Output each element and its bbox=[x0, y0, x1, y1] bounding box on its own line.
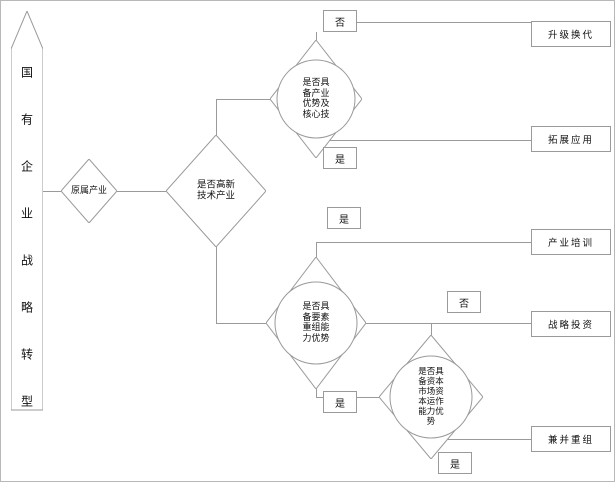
connector-line bbox=[216, 99, 217, 135]
outcome-merger-box: 兼并重组 bbox=[531, 426, 611, 452]
branch-label-yes-mid: 是 bbox=[327, 207, 361, 229]
decision-factor-reorg: 是否具备要素重组能力优势 bbox=[266, 257, 366, 389]
connector-line bbox=[330, 140, 531, 141]
decision-label: 原属产业 bbox=[70, 185, 107, 196]
strategy-banner: 国有企业战略转型 bbox=[11, 11, 43, 442]
decision-label: 是否具备资本市场资本运作能力优势 bbox=[418, 367, 444, 427]
outcome-expand-box: 拓展应用 bbox=[531, 126, 611, 152]
connector-line bbox=[316, 32, 317, 40]
diamond-shape bbox=[166, 135, 266, 247]
decision-hightech-industry: 是否高新技术产业 bbox=[166, 135, 266, 247]
decision-label: 是否具备要素重组能力优势 bbox=[302, 302, 330, 344]
branch-label-yes-bottom: 是 bbox=[323, 391, 357, 413]
decision-capital-market: 是否具备资本市场资本运作能力优势 bbox=[379, 335, 483, 459]
connector-line bbox=[216, 323, 266, 324]
connector-line bbox=[216, 99, 270, 100]
branch-label-yes-final: 是 bbox=[438, 452, 472, 474]
connector-line bbox=[117, 191, 166, 192]
branch-label-no-mid: 否 bbox=[447, 291, 481, 313]
branch-label-yes-top: 是 bbox=[323, 147, 357, 169]
connector-line bbox=[431, 323, 432, 335]
decision-origin-industry: 原属产业 bbox=[61, 159, 117, 223]
connector-line bbox=[43, 191, 61, 192]
decision-label: 是否具备产业优势及核心技 bbox=[302, 78, 330, 120]
connector-line bbox=[316, 242, 317, 257]
diamond-shape bbox=[61, 159, 117, 223]
connector-line bbox=[366, 323, 531, 324]
diamond-circle-shape bbox=[270, 40, 362, 158]
connector-line bbox=[316, 389, 317, 397]
outcome-training-box: 产业培训 bbox=[531, 229, 611, 255]
connector-line bbox=[316, 242, 531, 243]
outcome-investment-box: 战略投资 bbox=[531, 311, 611, 337]
banner-title: 国有企业战略转型 bbox=[19, 66, 34, 442]
decision-label: 是否高新技术产业 bbox=[196, 179, 235, 201]
decision-industry-advantage: 是否具备产业优势及核心技 bbox=[270, 40, 362, 158]
banner-pentagon-shape bbox=[11, 11, 43, 411]
diamond-circle-shape bbox=[266, 257, 366, 389]
diamond-circle-shape bbox=[379, 335, 483, 459]
connector-line bbox=[357, 22, 531, 23]
branch-label-no-top: 否 bbox=[323, 10, 357, 32]
connector-line bbox=[448, 439, 531, 440]
connector-line bbox=[216, 247, 217, 323]
outcome-upgrade-box: 升级换代 bbox=[531, 21, 611, 47]
